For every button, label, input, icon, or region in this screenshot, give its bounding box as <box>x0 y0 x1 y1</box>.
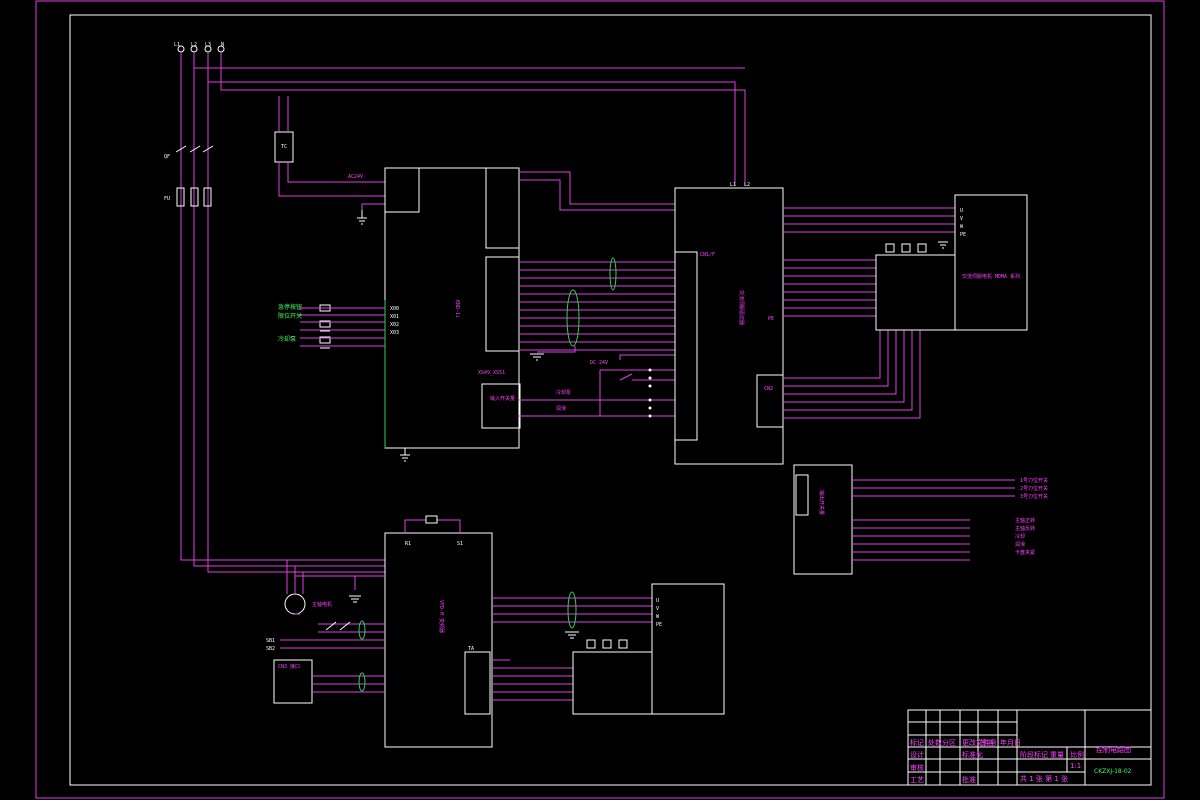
relay-output-8: 卡盘夹紧 <box>1015 549 1035 556</box>
tb-cell-change: 更改文件号 <box>962 738 997 747</box>
tb-cell-mark: 标记 <box>910 738 924 747</box>
tb-cell-date: 年月日 <box>1000 738 1021 747</box>
relay-output-5: 主轴反转 <box>1015 525 1035 532</box>
tb-cell-design: 设计 <box>910 750 924 759</box>
motor-phase-pe: PE <box>960 232 966 238</box>
tb-cell-review: 审核 <box>910 763 924 772</box>
inverter-out-w: W <box>656 614 660 620</box>
inverter: VFD-M 变频器 R1 S1 TA 主轴电机 SB1 SB2 CN3 接口 U… <box>266 515 725 748</box>
servo-ground-label: PE <box>768 316 774 322</box>
inverter-box-label: CN3 接口 <box>278 663 300 670</box>
tb-cell-zone: 分区 <box>942 738 956 747</box>
inverter-ta-label: TA <box>468 646 474 652</box>
drawing-number: CKZXJ-18-02 <box>1094 768 1132 775</box>
title-block: 控制电路图 CKZXJ-18-02 共 1 张 第 1 张 1:1 标记 处数 … <box>907 709 1152 786</box>
spindle-motor-icon <box>284 593 306 615</box>
cnc-servo-wiring: DC 24V 冷却泵 润滑 <box>519 171 675 418</box>
inner-border <box>69 14 1152 786</box>
sheet-count: 共 1 张 第 1 张 <box>1020 774 1068 783</box>
cnc-io-box-label: 输入开关量 <box>490 395 515 402</box>
phase-label-n: N <box>221 42 224 48</box>
breaker-label: QF <box>164 154 170 160</box>
inverter-model: VFD-M 变频器 <box>438 600 445 633</box>
dc-supply-label: DC 24V <box>590 360 608 366</box>
servo-input-lube: 润滑 <box>556 405 566 412</box>
cnc-signal-x00: X00 <box>390 306 399 312</box>
tb-cell-standard: 标准化 <box>962 750 983 759</box>
relay-output-7: 润滑 <box>1015 541 1025 548</box>
phase-label-l1: L1 <box>174 42 180 48</box>
relay-output-1: 1号刀位开关 <box>1020 477 1048 484</box>
cnc-terminal-label: XS49_XS51 <box>478 370 505 376</box>
cnc-signal-x02: X02 <box>390 322 399 328</box>
cnc-signal-x01: X01 <box>390 314 399 320</box>
motor-phase-u: U <box>960 208 963 214</box>
tb-cell-approve: 批准 <box>962 775 976 784</box>
relay-output-panel: 输出开关量 1号刀位开关 2号刀位开关 3号刀位开关 主轴正转 主轴反转 冷却 … <box>793 464 1048 575</box>
relay-output-2: 2号刀位开关 <box>1020 485 1048 492</box>
supply-section: L1 L2 L3 N QF FU TC AC24V <box>164 42 746 573</box>
cnc-signal-x03: X03 <box>390 330 399 336</box>
input-label-limit: 限位开关 <box>278 312 302 320</box>
cnc-controller: KND-1i XS49_XS51 输入开关量 <box>384 167 521 462</box>
relay-panel-title: 输出开关量 <box>818 490 825 515</box>
input-label-coolant: 冷却泵 <box>278 335 296 343</box>
relay-output-6: 冷却 <box>1015 533 1025 540</box>
inverter-out-u: U <box>656 598 659 604</box>
fuse-label: FU <box>164 196 170 202</box>
phase-label-l3: L3 <box>205 42 211 48</box>
servo-title: 交流伺服驱动器 <box>738 290 745 325</box>
servo-terminal-l2: L2 <box>744 182 750 188</box>
input-label-estop: 急停按钮 <box>278 303 302 311</box>
inverter-button-sb2: SB2 <box>266 646 275 652</box>
servo-motor-box: 交流伺服电机 MDMA 系列 U V W PE <box>875 194 1028 331</box>
tb-cell-weight: 重量 <box>1050 751 1064 759</box>
outer-border <box>35 0 1165 799</box>
motor-phase-w: W <box>960 224 964 230</box>
ac-label: AC24V <box>348 174 363 180</box>
cnc-model-label: KND-1i <box>454 300 460 318</box>
servo-cn2-label: CN2 <box>764 386 773 392</box>
relay-output-3: 3号刀位开关 <box>1020 493 1048 500</box>
servo-drive: 交流伺服驱动器 CN1/F CN2 PE L1 L2 <box>674 182 784 465</box>
servo-motor-wiring <box>783 207 955 419</box>
tb-cell-stage: 阶段标记 <box>1020 750 1048 759</box>
inverter-button-sb1: SB1 <box>266 638 275 644</box>
servo-cn-label: CN1/F <box>700 252 715 258</box>
tb-cell-process: 工艺 <box>910 776 924 784</box>
tb-cell-sign: 签名 <box>980 738 994 747</box>
inverter-terminal-r1: R1 <box>405 541 411 547</box>
drawing-scale: 1:1 <box>1070 762 1081 770</box>
motor-box-label: 交流伺服电机 MDMA 系列 <box>962 273 1020 280</box>
motor-phase-v: V <box>960 216 963 222</box>
phase-label-l2: L2 <box>191 42 197 48</box>
drawing-title: 控制电路图 <box>1096 745 1131 754</box>
relay-output-4: 主轴正转 <box>1015 517 1035 524</box>
tb-cell-ratio: 比例 <box>1070 750 1084 759</box>
tb-cell-count: 处数 <box>928 738 942 747</box>
inverter-terminal-s1: S1 <box>457 541 463 547</box>
cnc-input-switches: 急停按钮 限位开关 冷却泵 X00 X01 X02 X03 <box>278 303 399 349</box>
inverter-motor-label: 主轴电机 <box>312 601 332 608</box>
servo-terminal-l1: L1 <box>730 182 736 188</box>
transformer-box <box>274 131 294 163</box>
inverter-out-v: V <box>656 606 659 612</box>
servo-input-coolant: 冷却泵 <box>556 389 571 396</box>
inverter-out-pe: PE <box>656 622 662 628</box>
transformer-label: TC <box>281 144 287 150</box>
